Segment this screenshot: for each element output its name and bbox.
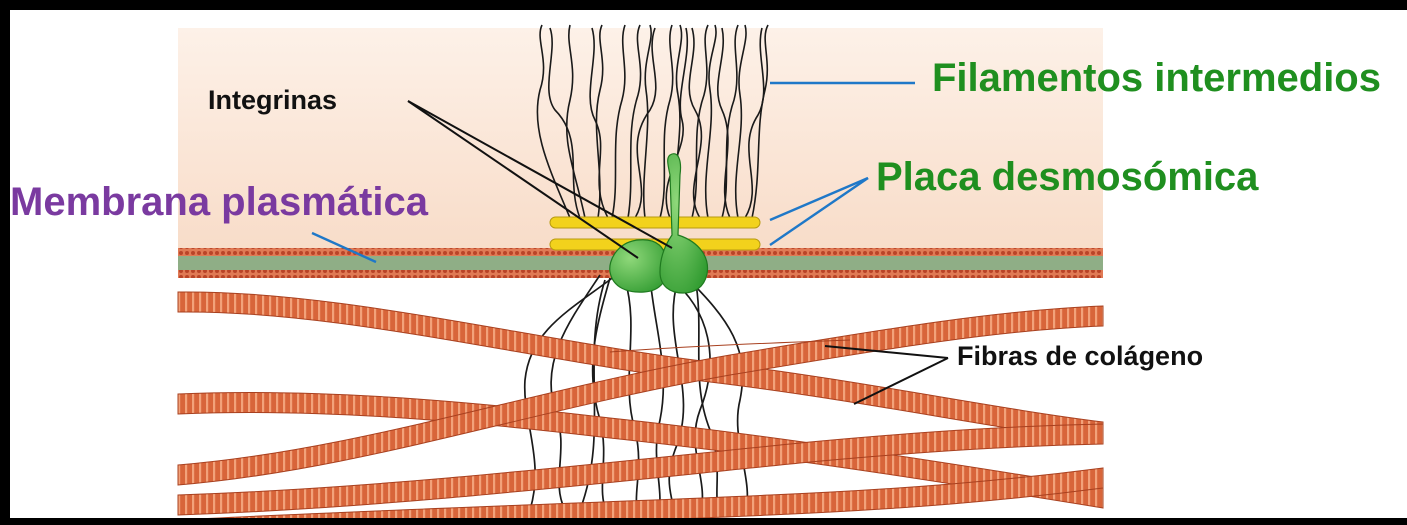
label-integrinas: Integrinas [208,87,337,114]
label-membrana-plasmatica: Membrana plasmática [10,182,428,222]
label-placa-desmosomica: Placa desmosómica [876,157,1258,197]
diagram-frame: Filamentos intermedios Integrinas Placa … [10,10,1407,518]
label-fibras-de-colageno: Fibras de colágeno [957,343,1203,370]
collagen-fibers [178,292,1103,518]
label-filamentos-intermedios: Filamentos intermedios [932,58,1381,98]
